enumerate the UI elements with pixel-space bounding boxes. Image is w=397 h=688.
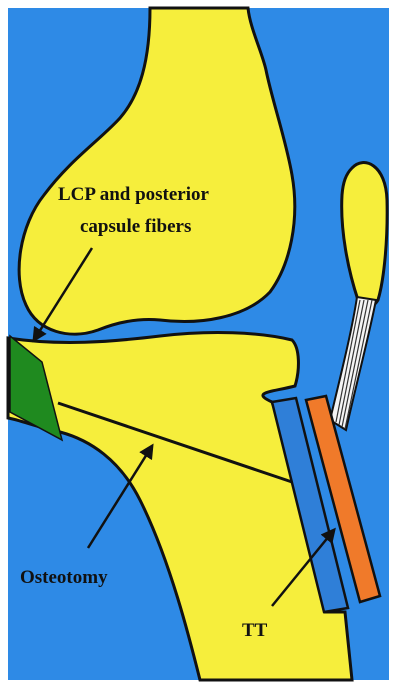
- lcp-label-line-1: LCP and posterior: [58, 184, 210, 205]
- tt-label: TT: [242, 620, 268, 641]
- osteotomy-label: Osteotomy: [20, 567, 108, 588]
- lcp-label-line-2: capsule fibers: [80, 216, 191, 237]
